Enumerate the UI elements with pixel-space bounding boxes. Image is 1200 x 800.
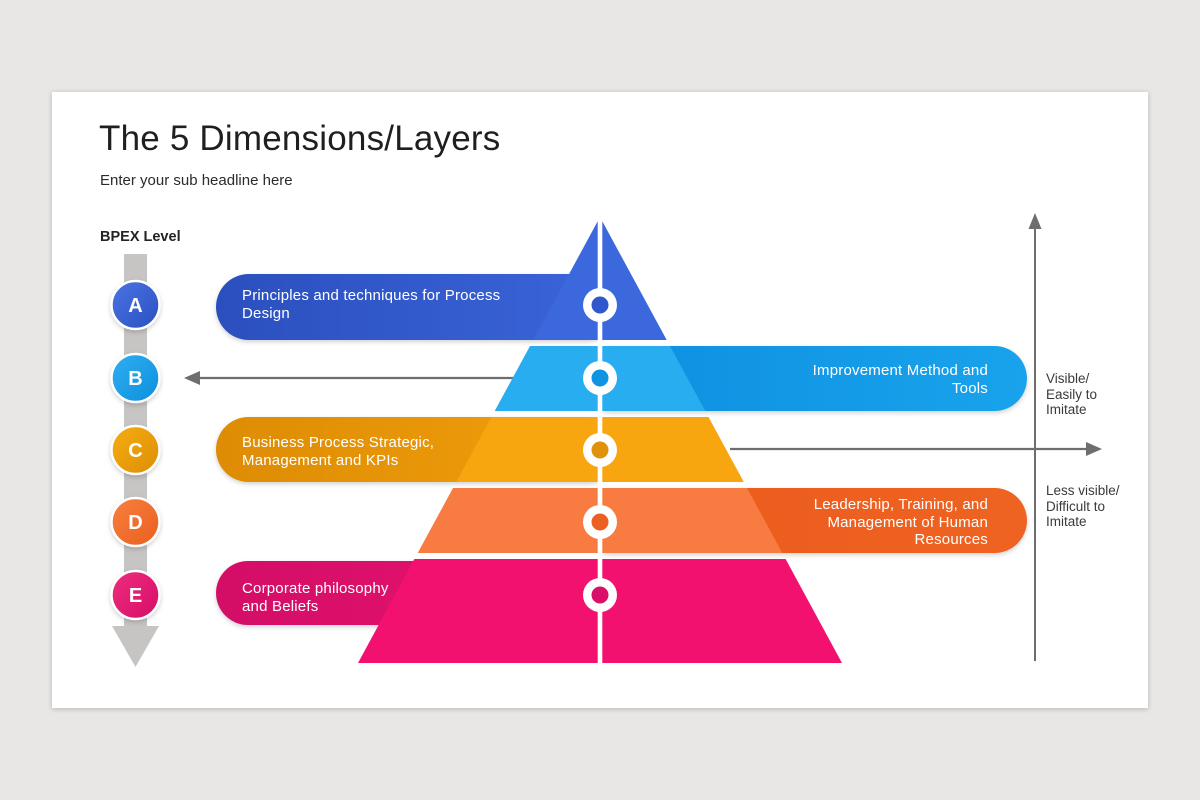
layer-a-bar: [216, 274, 620, 340]
rail-circle-d: [110, 496, 161, 548]
left-axis-arrowhead-icon: [184, 371, 200, 385]
layer-c-label-line1: Business Process Strategic,: [242, 434, 435, 451]
less-visible-annotation-line2: Difficult to: [1046, 498, 1106, 514]
axis-arrows: [184, 213, 1102, 661]
rail-letter-d: D: [128, 512, 142, 534]
layer-d-label-line2: Management of Human: [827, 513, 988, 531]
layer-a-label-line1: Principles and techniques for Process: [242, 287, 501, 304]
visible-annotation-line1: Visible/: [1046, 371, 1090, 386]
marker-dot-b: [591, 369, 609, 387]
marker-dot-d: [591, 513, 609, 531]
layer-b-label: Improvement Method and Tools: [688, 362, 988, 397]
less-visible-annotation-line1: Less visible/: [1046, 483, 1120, 498]
layer-b-label-line2: Tools: [951, 379, 988, 397]
layer-c-label-line2: Management and KPIs: [242, 451, 399, 469]
rail-circle-a: [110, 279, 161, 331]
visible-annotation-line3: Imitate: [1046, 402, 1087, 417]
layer-c-label: Business Process Strategic, Management a…: [242, 434, 512, 469]
level-markers: [583, 288, 617, 612]
layer-d-label-line1: Leadership, Training, and: [813, 496, 988, 513]
page-title: The 5 Dimensions/Layers: [99, 119, 501, 158]
layer-e-label-line1: Corporate philosophy: [242, 580, 389, 597]
bpex-rail-circles: A B C D E: [110, 279, 161, 621]
layer-a-label-line2: Design: [242, 304, 290, 322]
rail-circle-c: [110, 424, 161, 476]
layer-b-label-line1: Improvement Method and: [812, 362, 988, 379]
page-subtitle: Enter your sub headline here: [100, 172, 293, 189]
marker-dot-c: [591, 441, 609, 459]
right-axis-arrowhead-icon: [1086, 442, 1102, 456]
rail-circle-e: [110, 569, 161, 621]
visible-annotation: Visible/ Easily to Imitate: [1046, 371, 1176, 418]
layer-e-label-line2: and Beliefs: [242, 597, 319, 615]
rail-letter-e: E: [129, 585, 142, 607]
marker-dot-e: [591, 586, 609, 604]
less-visible-annotation: Less visible/ Difficult to Imitate: [1046, 483, 1176, 530]
less-visible-annotation-line3: Imitate: [1046, 514, 1087, 529]
visible-annotation-line2: Easily to: [1046, 386, 1098, 402]
marker-dot-a: [591, 296, 609, 314]
layer-e-label: Corporate philosophy and Beliefs: [242, 580, 512, 615]
rail-letter-b: B: [128, 368, 142, 390]
layer-a-label: Principles and techniques for Process De…: [242, 287, 512, 322]
layer-d-label-line3: Resources: [914, 531, 988, 548]
rail-letter-a: A: [128, 295, 142, 317]
rail-circle-b: [110, 352, 161, 404]
rail-letter-c: C: [128, 440, 142, 462]
bpex-level-label: BPEX Level: [100, 229, 181, 245]
layer-d-label: Leadership, Training, and Management of …: [688, 496, 988, 549]
up-axis-arrowhead-icon: [1028, 213, 1042, 229]
rail-down-arrowhead-icon: [112, 626, 159, 667]
